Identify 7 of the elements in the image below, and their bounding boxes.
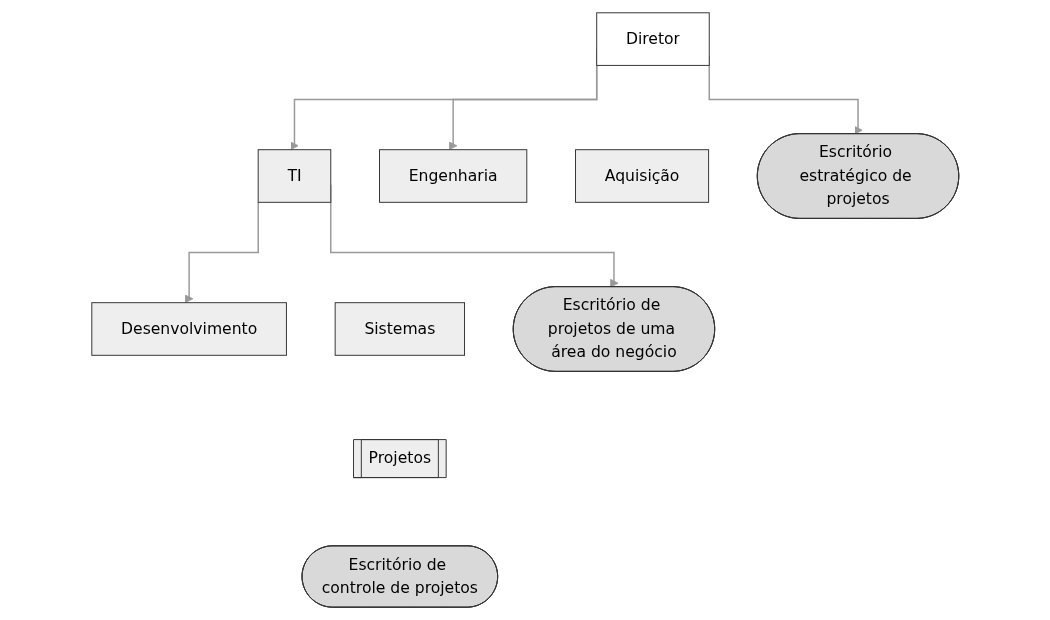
node-box: Aquisição	[574, 149, 709, 203]
node-box: Diretor	[595, 12, 710, 66]
arrow	[184, 201, 259, 304]
node-box: Desenvolvimento	[91, 302, 287, 356]
node-box: Engenharia	[378, 149, 527, 203]
node-box: Sistemas	[334, 302, 465, 356]
node-box: TI	[257, 149, 331, 203]
